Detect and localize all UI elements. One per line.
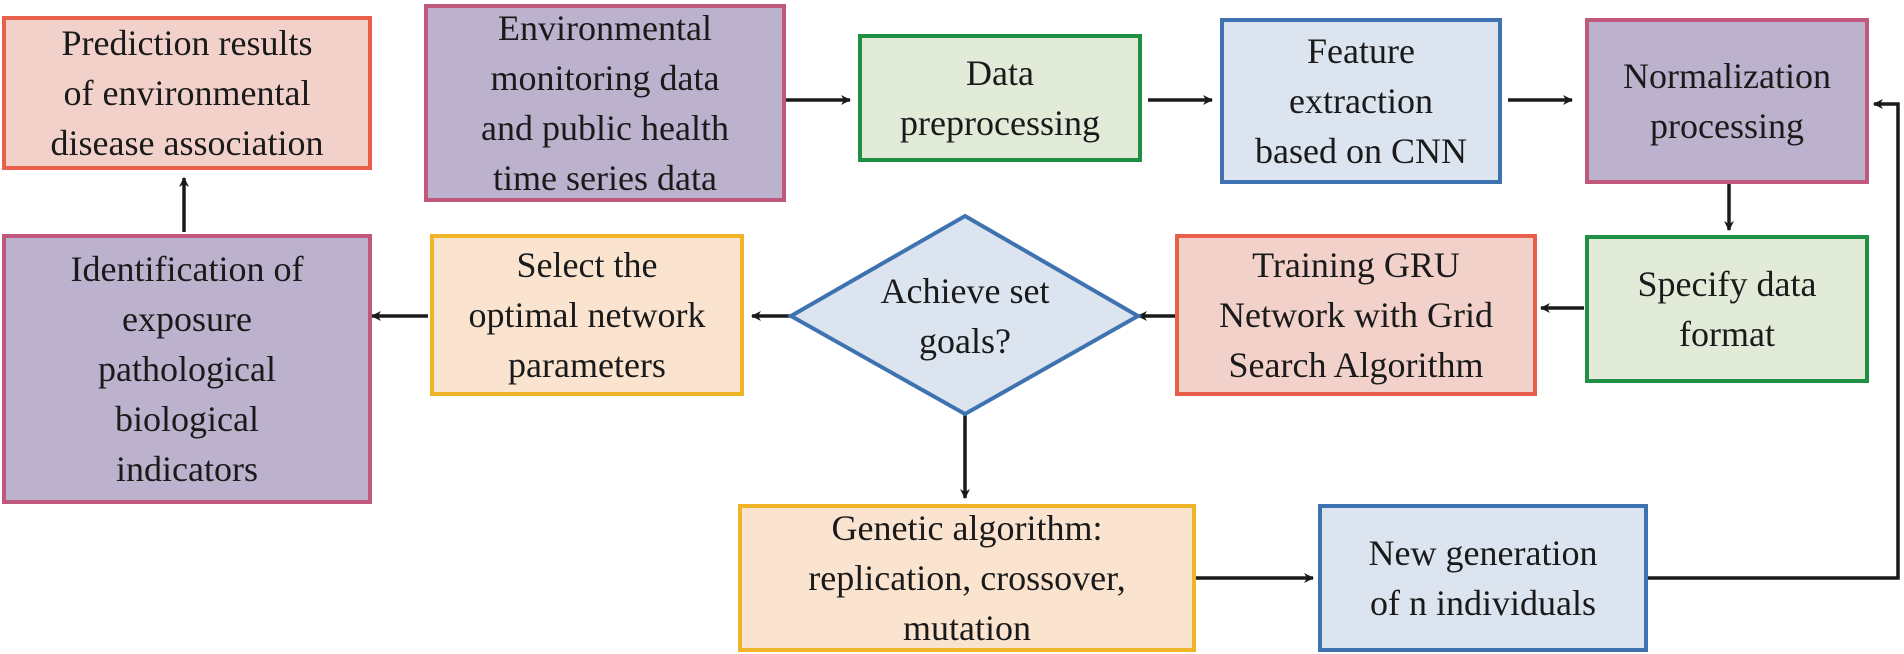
node-specify-format: Specify data format [1585,235,1869,383]
node-identification-label: Identification of exposure pathological … [70,249,304,489]
node-new-generation-label: New generation of n individuals [1368,533,1598,623]
node-data-preprocessing-label: Data preprocessing [900,53,1100,143]
node-env-monitoring: Environmental monitoring data and public… [424,4,786,202]
arrow-newgen-to-normalization [1646,99,1900,580]
node-genetic-algorithm: Genetic algorithm: replication, crossove… [738,504,1196,652]
decision-diamond [786,213,1143,417]
node-training-gru: Training GRU Network with Grid Search Al… [1175,234,1537,396]
node-select-optimal: Select the optimal network parameters [430,234,744,396]
node-normalization-label: Normalization processing [1623,56,1831,146]
node-genetic-algorithm-label: Genetic algorithm: replication, crossove… [808,508,1126,648]
node-prediction-results-label: Prediction results of environmental dise… [50,23,324,163]
node-identification: Identification of exposure pathological … [2,234,372,504]
node-specify-format-label: Specify data format [1637,264,1817,354]
decision-label: Achieve set goals? [855,266,1075,366]
node-normalization: Normalization processing [1585,18,1869,184]
node-feature-extraction: Feature extraction based on CNN [1220,18,1502,184]
node-env-monitoring-label: Environmental monitoring data and public… [481,8,729,198]
decision-label-text: Achieve set goals? [880,271,1050,361]
node-feature-extraction-label: Feature extraction based on CNN [1255,31,1467,171]
node-prediction-results: Prediction results of environmental dise… [2,16,372,170]
node-select-optimal-label: Select the optimal network parameters [468,245,706,385]
node-data-preprocessing: Data preprocessing [858,34,1142,162]
node-new-generation: New generation of n individuals [1318,504,1648,652]
node-training-gru-label: Training GRU Network with Grid Search Al… [1219,245,1493,385]
